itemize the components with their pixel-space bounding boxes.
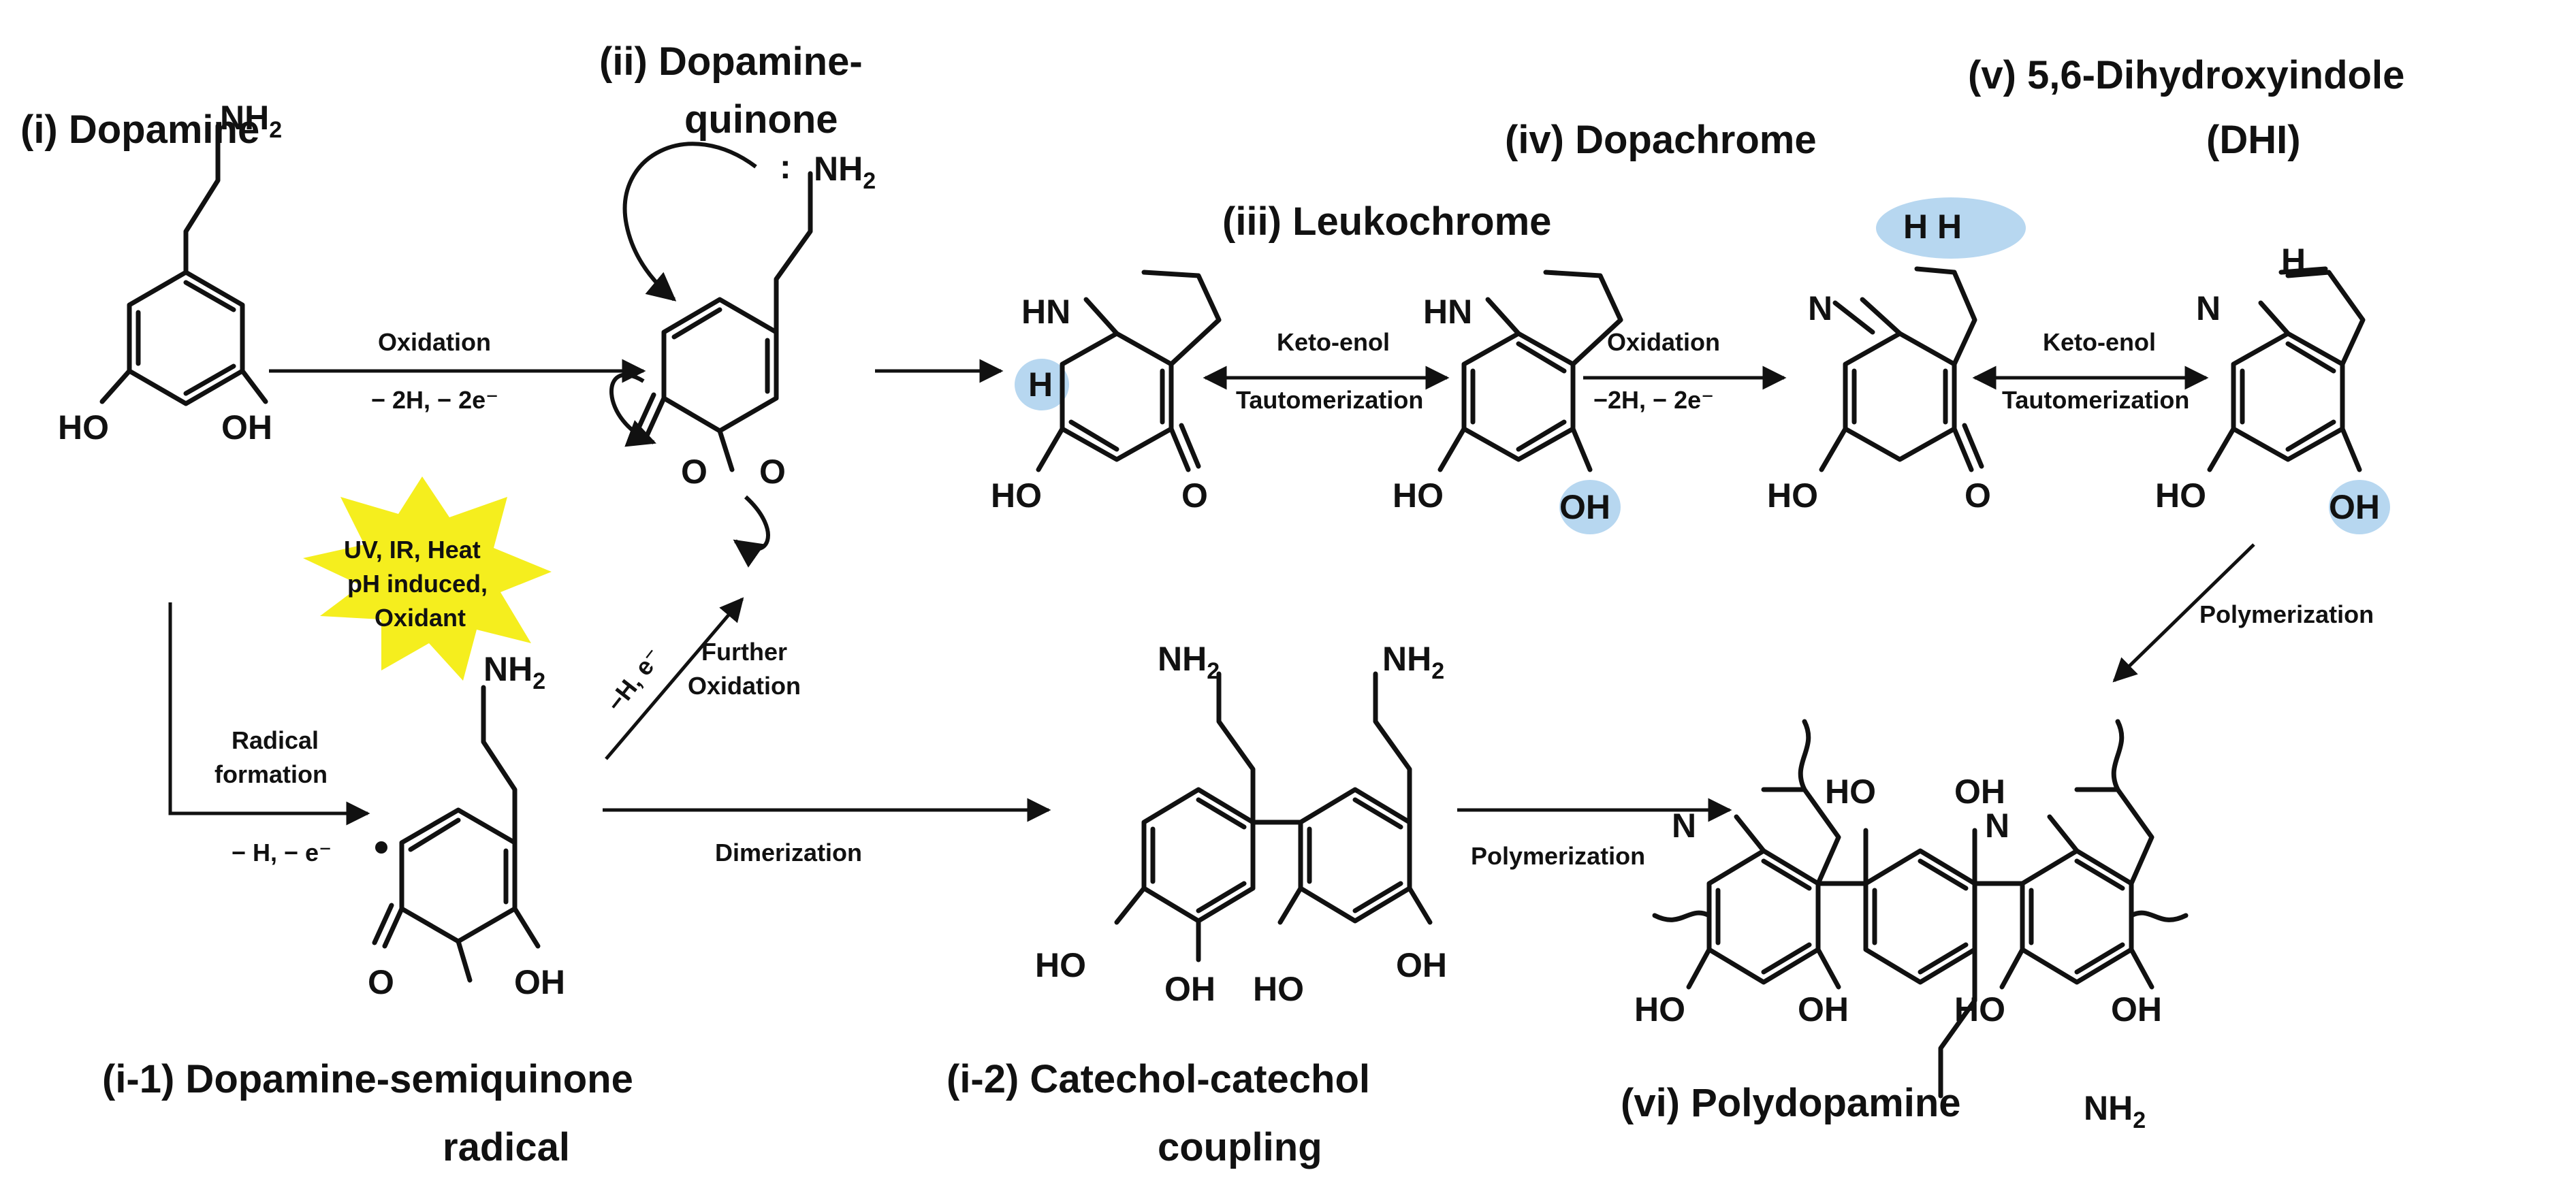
title-polydopamine: (vi) Polydopamine — [1621, 1081, 1961, 1125]
cond-oxidation: Oxidation — [378, 328, 491, 356]
leukochrome-ho: HO — [1393, 476, 1444, 515]
leukochrome-hn: HN — [1423, 293, 1472, 331]
cond-dimerization: Dimerization — [715, 839, 862, 866]
quinone-o-left: O — [681, 453, 707, 491]
dopamine-nh2: NH2 — [220, 99, 282, 143]
poly-oh-center: OH — [1954, 773, 2005, 811]
molecule-leukochrome: HN HO OH — [1393, 270, 1623, 534]
poly-oh-2: OH — [2111, 990, 2162, 1028]
arrow-polymerization-dhi — [2112, 543, 2255, 683]
title-dhi-line1: (v) 5,6-Dihydroxyindole — [1968, 53, 2404, 97]
poly-ho-center: HO — [1825, 773, 1876, 811]
dopachrome-o: O — [1965, 476, 1991, 515]
dopamine-oh: OH — [221, 408, 272, 447]
dimer-ho-2: HO — [1253, 970, 1304, 1008]
reaction-arrows: Oxidation − 2H, − 2e⁻ Keto-enol Tautomer… — [168, 328, 2374, 870]
arrow-radical-formation — [168, 602, 370, 826]
dimer-oh-1: OH — [1164, 970, 1215, 1008]
dimer-nh2-right: NH2 — [1382, 640, 1444, 684]
dhi-ho: HO — [2155, 476, 2206, 515]
leuko-keto-hn: HN — [1021, 293, 1070, 331]
semiquinone-oh: OH — [514, 963, 565, 1001]
title-dhi-line2: (DHI) — [2206, 118, 2301, 162]
molecule-dhi: H N HO OH — [2155, 242, 2390, 534]
molecule-dopamine-quinone: NH2 : O O — [609, 142, 876, 568]
semiquinone-o: O — [368, 963, 394, 1001]
cond-oxidation-2: Oxidation — [1607, 328, 1720, 356]
cond-minus-2h-2e-2: −2H, − 2e⁻ — [1593, 386, 1714, 414]
quinone-o-right: O — [759, 453, 786, 491]
molecule-semiquinone: NH2 O OH — [368, 650, 565, 1001]
cond-tautomerization-2: Tautomerization — [2002, 386, 2189, 414]
burst-line3: Oxidant — [375, 604, 466, 632]
dopachrome-n: N — [1808, 289, 1832, 327]
dopachrome-ho: HO — [1767, 476, 1818, 515]
cond-further: Further — [701, 638, 787, 666]
dhi-n: N — [2196, 289, 2221, 327]
title-leukochrome: (iii) Leukochrome — [1222, 199, 1551, 244]
dimer-ho-1: HO — [1035, 946, 1086, 984]
leuko-keto-h: H — [1028, 366, 1053, 404]
cond-keto-enol-1: Keto-enol — [1277, 328, 1390, 356]
poly-n-right: N — [1985, 807, 2009, 845]
title-dopamine-quinone-line1: (ii) Dopamine- — [599, 39, 863, 84]
dimer-nh2-left: NH2 — [1158, 640, 1220, 684]
title-semiquinone-line2: radical — [443, 1125, 570, 1169]
molecule-dopamine: NH2 HO OH — [58, 99, 282, 447]
poly-oh-1: OH — [1798, 990, 1849, 1028]
energy-burst: UV, IR, Heat pH induced, Oxidant — [303, 476, 552, 681]
leukochrome-oh: OH — [1559, 488, 1610, 526]
burst-line2: pH induced, — [347, 570, 488, 598]
molecule-polydopamine: N HO OH HO OH NH2 N HO OH — [1634, 719, 2189, 1133]
dhi-oh: OH — [2329, 488, 2380, 526]
cond-minus-h-e-diag: −H, e⁻ — [601, 643, 667, 717]
title-dopamine-quinone-line2: quinone — [684, 97, 838, 142]
cond-minus-h-e: − H, − e⁻ — [232, 839, 332, 866]
semiquinone-nh2: NH2 — [483, 650, 545, 694]
arrow-further-oxidation — [605, 597, 744, 760]
poly-ho-1: HO — [1634, 990, 1685, 1028]
dopamine-ho: HO — [58, 408, 109, 447]
cond-minus-2h-2e: − 2H, − 2e⁻ — [371, 386, 498, 414]
cond-radical: Radical — [232, 726, 319, 754]
title-dopachrome: (iv) Dopachrome — [1505, 118, 1817, 162]
dhi-h: H — [2281, 242, 2306, 280]
cond-polymerization-1: Polymerization — [1471, 842, 1645, 870]
molecule-dopachrome: H H N HO O — [1767, 197, 2026, 515]
cond-keto-enol-2: Keto-enol — [2043, 328, 2156, 356]
quinone-lone-pair: : — [780, 148, 791, 186]
title-coupling-line2: coupling — [1158, 1125, 1322, 1169]
quinone-nh2: NH2 — [814, 150, 876, 194]
dimer-oh-2: OH — [1396, 946, 1447, 984]
cond-tautomerization-1: Tautomerization — [1236, 386, 1423, 414]
poly-nh2: NH2 — [2084, 1089, 2146, 1133]
title-semiquinone-line1: (i-1) Dopamine-semiquinone — [102, 1057, 633, 1101]
molecule-catechol-dimer: NH2 NH2 HO OH HO OH — [1035, 640, 1447, 1008]
leuko-keto-o: O — [1181, 476, 1208, 515]
poly-n-left: N — [1672, 807, 1696, 845]
poly-ho-2: HO — [1954, 990, 2005, 1028]
title-coupling-line1: (i-2) Catechol-catechol — [947, 1057, 1370, 1101]
cond-polymerization-2: Polymerization — [2199, 600, 2374, 628]
dopachrome-hh: H H — [1903, 208, 1962, 246]
burst-line1: UV, IR, Heat — [344, 536, 481, 564]
cond-oxidation-3: Oxidation — [688, 672, 801, 700]
leuko-keto-ho: HO — [991, 476, 1042, 515]
molecule-leukochrome-keto: HN H HO O — [991, 270, 1222, 515]
cond-formation: formation — [214, 760, 328, 788]
